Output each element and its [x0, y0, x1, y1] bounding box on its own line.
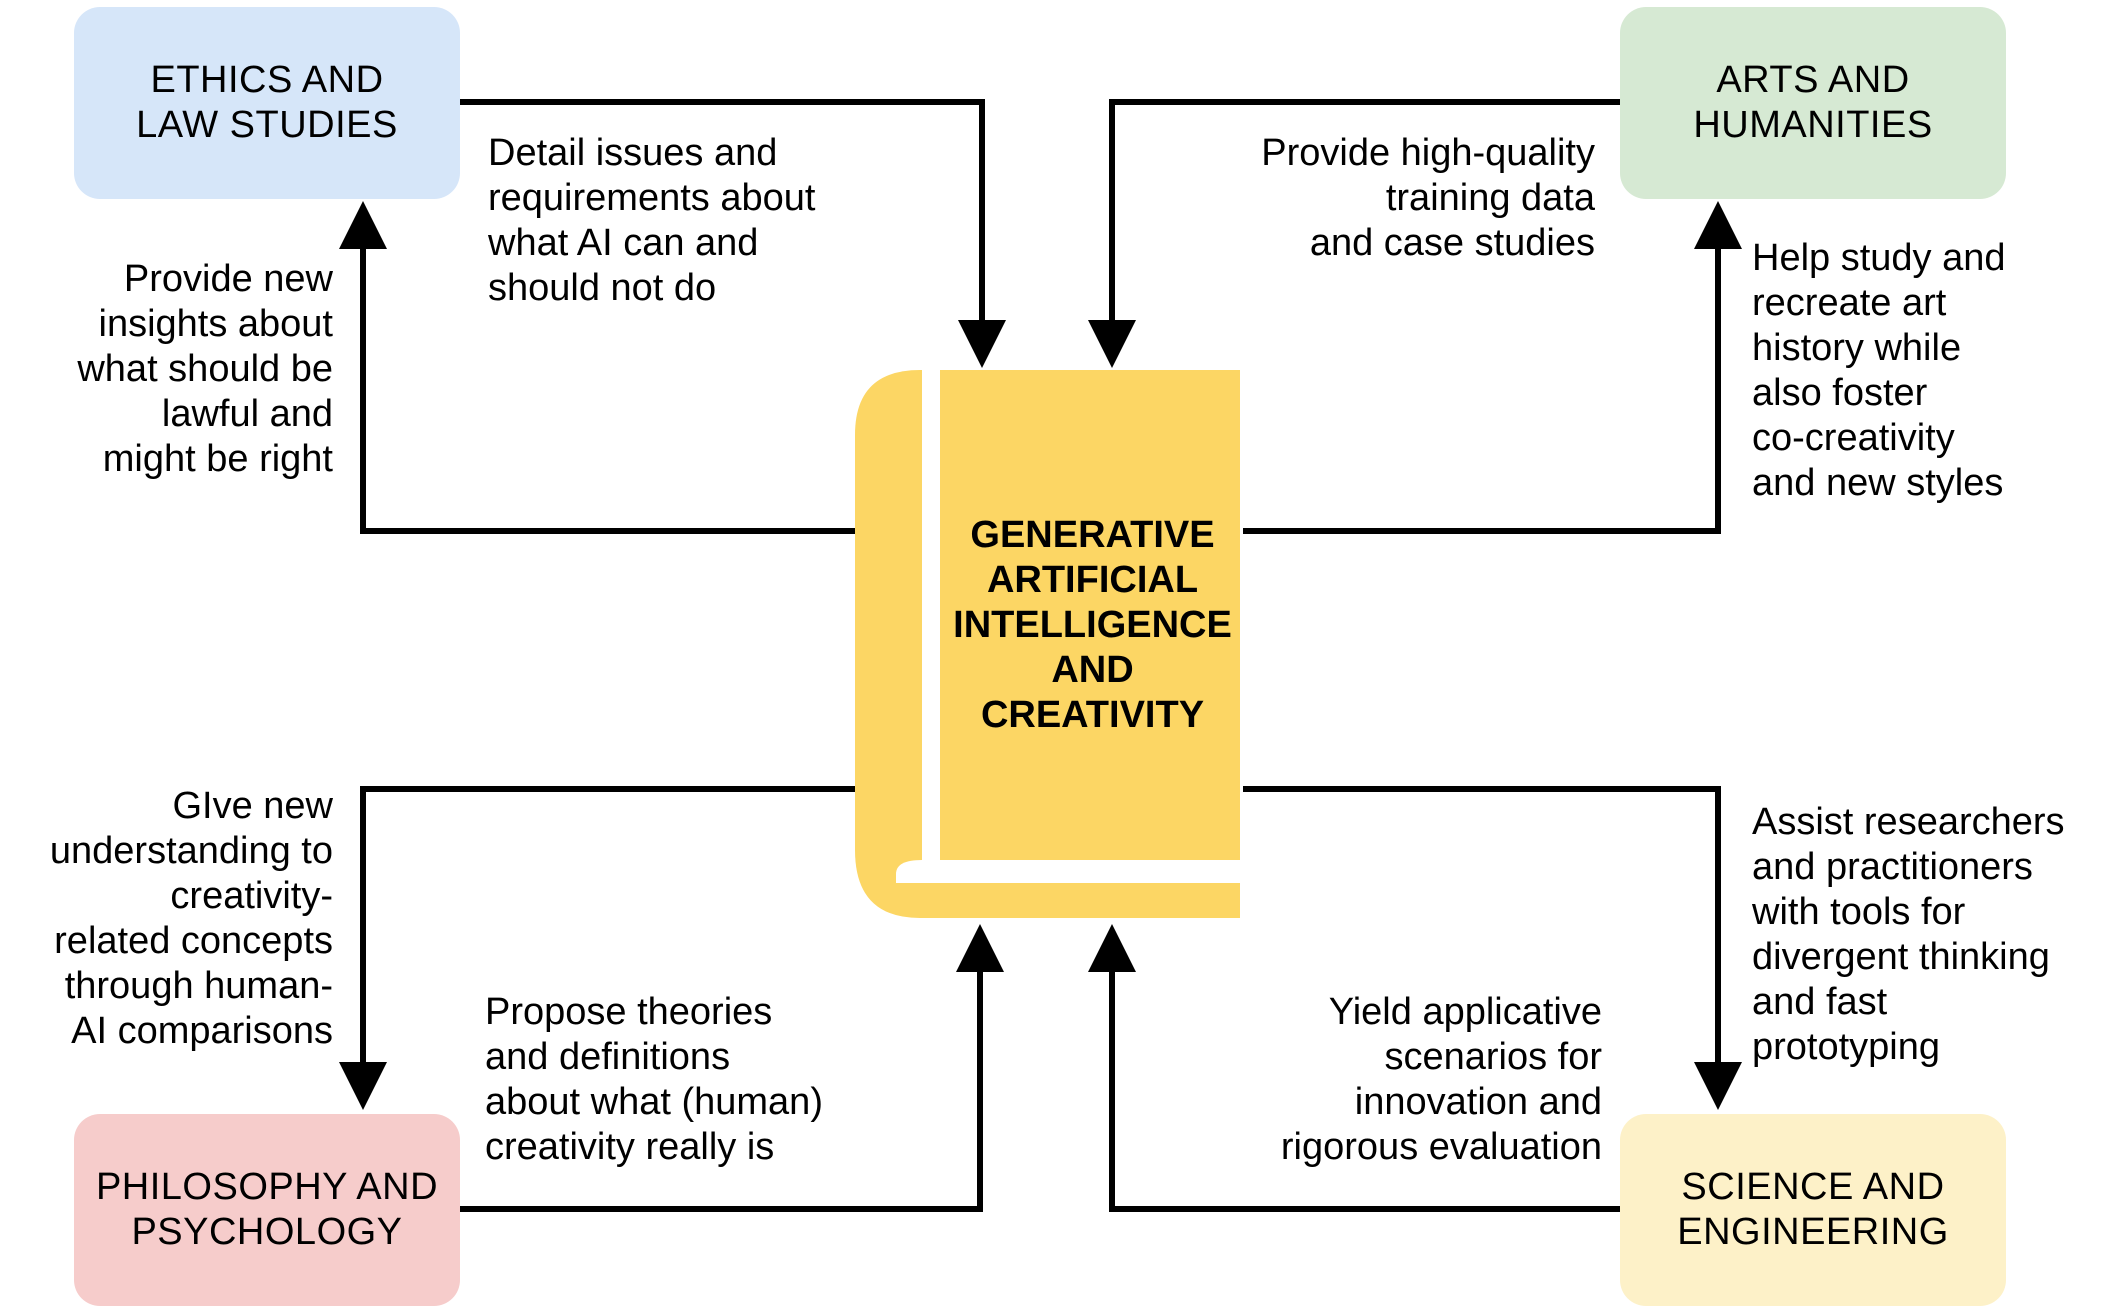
- label-ai-to-ethics: Provide new insights about what should b…: [77, 258, 333, 480]
- label-ai-to-science: Assist researchers and practitioners wit…: [1752, 801, 2065, 1068]
- arts-humanities-box: ARTS AND HUMANITIES: [1620, 7, 2006, 199]
- arrow-ai-to-arts: [1243, 201, 1742, 534]
- philosophy-psychology-box: PHILOSOPHY AND PSYCHOLOGY: [74, 1114, 460, 1306]
- ethics-law-label: ETHICS AND LAW STUDIES: [136, 59, 398, 146]
- book-icon: [855, 370, 1240, 918]
- label-arts-to-ai: Provide high-quality training data and c…: [1261, 132, 1595, 264]
- label-science-to-ai: Yield applicative scenarios for innovati…: [1280, 991, 1602, 1168]
- philosophy-psychology-label: PHILOSOPHY AND PSYCHOLOGY: [95, 1166, 439, 1253]
- science-engineering-box: SCIENCE AND ENGINEERING: [1620, 1114, 2006, 1306]
- arrow-ethics-to-ai: [460, 99, 1006, 368]
- label-ai-to-arts: Help study and recreate art history whil…: [1752, 237, 2006, 504]
- center-title: GENERATIVE ARTIFICIAL INTELLIGENCE AND C…: [953, 513, 1232, 736]
- arrow-ai-to-science: [1243, 786, 1742, 1110]
- label-ai-to-philosophy: GIve new understanding to creativity- re…: [49, 785, 333, 1052]
- arrow-ai-to-ethics: [339, 201, 855, 534]
- label-ethics-to-ai: Detail issues and requirements about wha…: [488, 132, 816, 309]
- ethics-law-box: ETHICS AND LAW STUDIES: [74, 7, 460, 199]
- arrow-philosophy-to-ai: [460, 924, 1004, 1212]
- arrow-science-to-ai: [1088, 924, 1620, 1212]
- arrow-ai-to-philosophy: [339, 786, 855, 1110]
- label-philosophy-to-ai: Propose theories and definitions about w…: [485, 991, 823, 1168]
- science-engineering-label: SCIENCE AND ENGINEERING: [1677, 1166, 1949, 1253]
- arrow-arts-to-ai: [1088, 99, 1620, 368]
- arts-humanities-label: ARTS AND HUMANITIES: [1693, 59, 1933, 146]
